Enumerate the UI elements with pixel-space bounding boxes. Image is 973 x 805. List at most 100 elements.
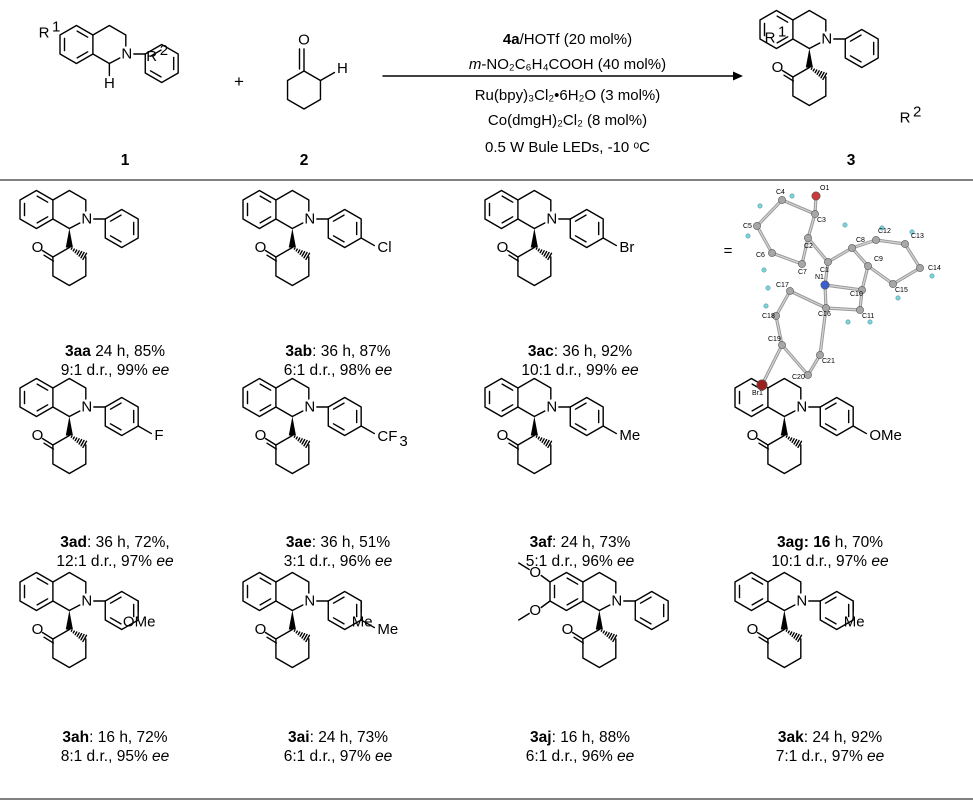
bond bbox=[824, 617, 837, 625]
wedge-bond bbox=[780, 610, 788, 630]
oxygen-label: O bbox=[32, 427, 44, 444]
oxygen-label: O bbox=[255, 239, 267, 256]
bond bbox=[297, 631, 301, 636]
bond bbox=[808, 42, 821, 50]
bond bbox=[508, 442, 520, 450]
nitrogen-label: N bbox=[796, 399, 807, 416]
bond bbox=[74, 437, 78, 442]
xray-atom bbox=[798, 260, 806, 268]
bond bbox=[70, 629, 73, 632]
bond bbox=[275, 189, 310, 212]
xray-atom-label: C20 bbox=[792, 374, 805, 381]
bond bbox=[501, 404, 514, 412]
bond bbox=[785, 629, 788, 632]
bond bbox=[41, 631, 54, 640]
bond bbox=[822, 72, 828, 81]
bond bbox=[80, 633, 85, 641]
bond bbox=[582, 600, 601, 612]
bond bbox=[812, 68, 815, 72]
bond bbox=[758, 636, 770, 644]
bond bbox=[501, 216, 514, 224]
bond bbox=[797, 440, 803, 449]
bond bbox=[275, 444, 310, 475]
compound-id: 3ab bbox=[285, 343, 313, 360]
bond bbox=[574, 235, 587, 243]
bond bbox=[68, 410, 81, 418]
bond bbox=[547, 252, 553, 261]
compound-id: 3aa bbox=[65, 343, 91, 360]
bond bbox=[767, 600, 786, 612]
xray-atom-label: C15 bbox=[895, 287, 908, 294]
bond bbox=[305, 440, 311, 449]
bond bbox=[41, 437, 54, 446]
bond bbox=[299, 632, 303, 638]
bond bbox=[540, 600, 551, 609]
bond bbox=[517, 218, 536, 230]
product-caption-3ag: 3ag: 16 h, 70%10:1 d.r., 97% ee bbox=[771, 534, 889, 570]
condition-line-2: m-NO₂C₆H₄COOH (40 mol%) bbox=[468, 56, 667, 73]
bond bbox=[791, 438, 795, 444]
bond bbox=[52, 189, 87, 212]
xray-hydrogen bbox=[895, 295, 901, 301]
bond bbox=[849, 34, 862, 42]
xray-bond-highlight bbox=[819, 307, 827, 356]
product-caption-3ak: 3ak: 24 h, 92%7:1 d.r., 97% ee bbox=[775, 729, 885, 765]
compound-id: 3ae bbox=[285, 534, 312, 551]
bond bbox=[506, 249, 519, 258]
bond bbox=[539, 437, 543, 442]
bond bbox=[72, 436, 75, 440]
bond bbox=[52, 218, 71, 230]
bond bbox=[541, 250, 545, 256]
oxygen-label: O bbox=[32, 621, 44, 638]
bond bbox=[149, 70, 162, 78]
nitrogen-label: N bbox=[304, 399, 315, 416]
bond bbox=[108, 57, 121, 65]
oxygen-label: O bbox=[497, 427, 509, 444]
xray-hydrogen bbox=[789, 193, 795, 199]
wedge-bond bbox=[288, 416, 296, 436]
trifluoromethyl-label: CF bbox=[377, 428, 397, 445]
xray-atom-label: C10 bbox=[850, 291, 863, 298]
xray-bond-highlight bbox=[756, 199, 783, 227]
bond bbox=[789, 631, 793, 636]
bond bbox=[291, 222, 304, 230]
bond bbox=[82, 440, 88, 449]
bond bbox=[303, 439, 308, 447]
bond bbox=[275, 218, 294, 230]
xray-bond-highlight bbox=[801, 237, 809, 265]
bond bbox=[78, 250, 83, 257]
oxygen-label: O bbox=[747, 427, 759, 444]
nitrogen-label: N bbox=[546, 211, 557, 228]
bond bbox=[109, 423, 122, 431]
xray-atom-label: N1 bbox=[815, 274, 824, 281]
bond bbox=[52, 256, 87, 287]
oxygen-label: O bbox=[529, 564, 541, 581]
bond bbox=[72, 248, 75, 252]
xray-bond-highlight bbox=[781, 344, 809, 376]
bond bbox=[517, 406, 536, 418]
product-caption-3ai: 3ai: 24 h, 73%6:1 d.r., 97% ee bbox=[283, 729, 393, 765]
xray-atom-label: C4 bbox=[776, 189, 785, 196]
bond bbox=[783, 410, 796, 418]
compound-number-1: 1 bbox=[120, 152, 130, 169]
xray-atom bbox=[811, 191, 821, 201]
bond bbox=[571, 631, 584, 640]
xray-atom-label: C13 bbox=[911, 233, 924, 240]
bond bbox=[68, 604, 81, 612]
bond bbox=[259, 404, 272, 412]
bond bbox=[533, 222, 546, 230]
bond bbox=[303, 251, 308, 259]
bond bbox=[792, 76, 827, 107]
xray-bond-highlight bbox=[875, 239, 906, 245]
xray-atom-label: C6 bbox=[756, 252, 765, 259]
xray-hydrogen bbox=[879, 225, 885, 231]
r1-label: R bbox=[765, 30, 776, 47]
bond bbox=[606, 632, 610, 638]
bond bbox=[104, 208, 139, 249]
xray-bond-highlight bbox=[861, 265, 869, 291]
bond bbox=[545, 439, 550, 447]
xray-bond-highlight bbox=[756, 225, 773, 254]
bond bbox=[566, 598, 579, 606]
xray-bond-highlight bbox=[775, 290, 791, 317]
bond bbox=[295, 630, 298, 634]
